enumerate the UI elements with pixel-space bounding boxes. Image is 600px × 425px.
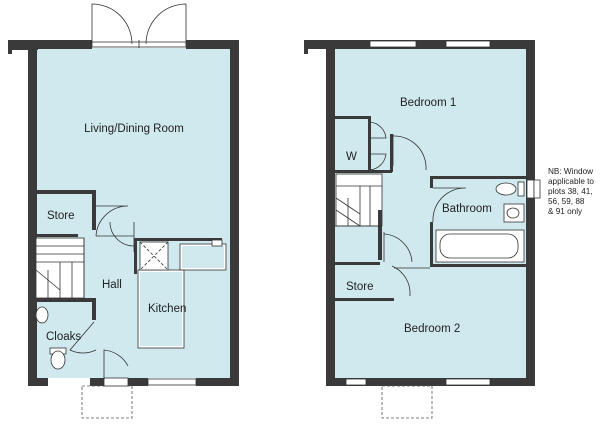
label-bathroom: Bathroom	[442, 203, 492, 215]
gf-partition-store-top	[34, 190, 96, 194]
ff-bedroom1-bottom	[334, 170, 392, 173]
label-hall: Hall	[102, 279, 122, 291]
note-line-5: & 91 only	[548, 207, 583, 216]
first-floor: Bedroom 1 W Bathroom Store Bedroom 2	[304, 40, 541, 419]
gf-kitchen-left	[134, 238, 137, 274]
ff-window-top-2	[445, 40, 491, 48]
bathroom-bath-inner	[439, 233, 519, 259]
label-wardrobe: W	[346, 151, 357, 163]
ff-bathroom-left	[430, 176, 433, 188]
ground-floor: Living/Dining Room Store Hall Kitchen Cl…	[8, 3, 239, 419]
ff-bedroom2-door	[383, 232, 413, 263]
ff-stair-rail	[378, 210, 382, 260]
gf-wall-left	[8, 40, 38, 50]
gf-wall-bottom-right	[196, 378, 239, 386]
ff-bathroom-left-2	[430, 222, 433, 266]
gf-partition-stair-right	[92, 190, 96, 230]
gf-kitchen-meter	[211, 239, 223, 247]
gf-kitchen-cupboard-x2	[139, 241, 169, 271]
ff-bathroom-top	[430, 176, 526, 179]
ff-wall-left	[326, 40, 335, 386]
gf-front-door-swing	[103, 349, 129, 380]
gf-partition-store-bottom	[34, 234, 78, 237]
ff-wardrobe-right	[368, 116, 371, 172]
ff-bedroom1-door	[392, 134, 427, 171]
gf-wall-left-cap	[8, 40, 12, 54]
label-ff-store: Store	[346, 281, 374, 293]
ground-floor-fill	[34, 48, 232, 378]
ff-wardrobe-door-2	[369, 153, 387, 171]
gf-french-door-left-swing	[91, 3, 133, 45]
cloaks-wc	[50, 350, 66, 370]
ff-window-bottom-1	[345, 378, 367, 386]
label-gf-store: Store	[47, 210, 75, 222]
gf-wall-top-right	[186, 40, 238, 49]
note-line-3: plots 38, 41,	[548, 187, 593, 196]
gf-wall-bottom-mid	[90, 378, 104, 386]
gf-partition-cloaks-right	[92, 298, 96, 320]
ff-bathroom-door	[432, 187, 467, 223]
note-line-2: applicable to	[548, 177, 594, 186]
ff-wall-top	[304, 40, 534, 49]
ff-wardrobe-top	[334, 116, 370, 119]
bathroom-basin-bowl	[506, 207, 520, 219]
ff-store-bottom	[334, 298, 394, 301]
bathroom-wc	[495, 182, 517, 196]
gf-wall-bottom-left	[28, 378, 48, 386]
gf-partition-cloaks-top	[34, 298, 96, 302]
ff-store-door	[391, 265, 411, 297]
label-cloaks: Cloaks	[46, 331, 81, 343]
ff-landing-wall	[390, 134, 393, 172]
gf-wall-bottom-mid2	[128, 378, 148, 386]
label-bedroom-1: Bedroom 1	[400, 97, 456, 109]
note-line-1: NB: Window	[548, 167, 593, 176]
ff-store-top	[334, 262, 380, 265]
ff-wall-bottom	[326, 378, 535, 386]
ff-window-bathroom	[526, 179, 535, 199]
gf-kitchen-cupboard-x1	[139, 241, 169, 271]
gf-front-door-frame	[103, 377, 129, 387]
gf-kitchen-top	[134, 238, 222, 241]
cloaks-basin	[35, 306, 49, 324]
ff-bathroom-bottom	[430, 264, 526, 267]
ff-wardrobe-door-1	[369, 121, 387, 139]
note-line-4: 56, 59, 88	[548, 197, 585, 206]
label-bedroom-2: Bedroom 2	[404, 323, 460, 335]
ff-canopy-outline	[381, 385, 433, 419]
ff-wall-left-cap	[304, 40, 308, 54]
gf-wall-right-side	[230, 40, 239, 386]
ff-wall-right	[526, 40, 535, 386]
gf-stairs	[35, 237, 85, 299]
ff-window-top-1	[369, 40, 417, 48]
window-note: NB: Window applicable to plots 38, 41, 5…	[548, 167, 594, 216]
gf-wall-left-side	[28, 40, 37, 386]
gf-store-door	[95, 205, 129, 237]
label-kitchen: Kitchen	[148, 303, 186, 315]
gf-cloaks-door	[69, 321, 97, 354]
label-living-dining: Living/Dining Room	[84, 123, 184, 135]
ff-optional-window	[533, 179, 541, 199]
gf-french-door-right-swing	[145, 3, 187, 45]
gf-porch-canopy	[81, 385, 133, 419]
gf-wall-top-left	[8, 40, 92, 49]
bathroom-wc-cistern	[517, 181, 525, 197]
ff-window-bottom-2	[445, 378, 491, 386]
gf-window-bottom	[147, 378, 197, 386]
ff-stairs	[335, 173, 383, 227]
gf-kitchen-door	[109, 221, 135, 252]
